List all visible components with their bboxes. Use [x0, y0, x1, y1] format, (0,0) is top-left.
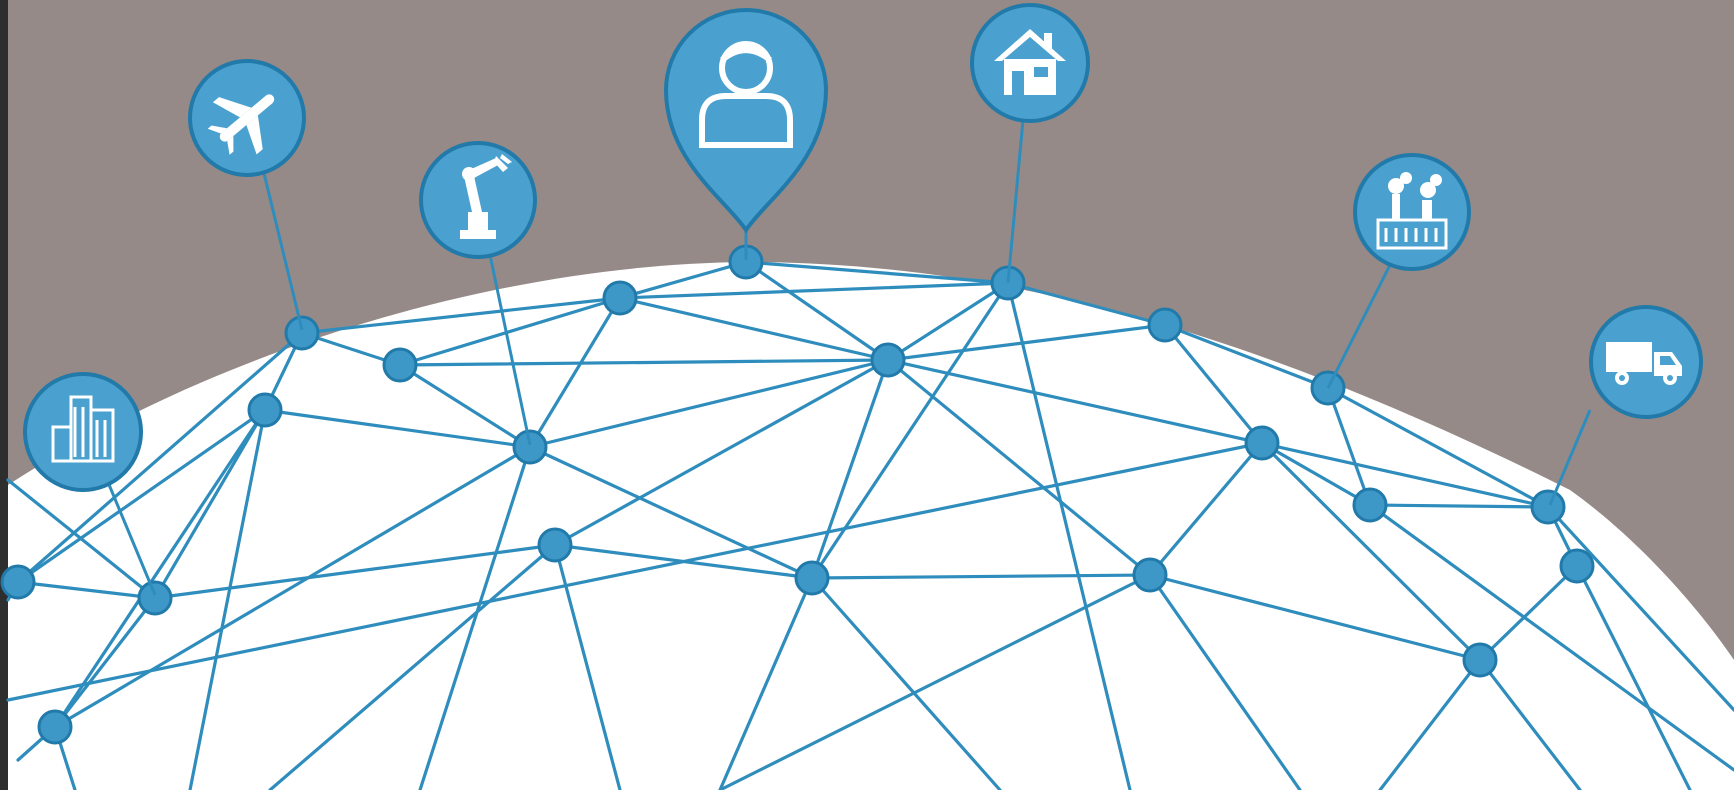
network-node	[537, 527, 573, 563]
network-edge	[718, 576, 814, 790]
stem-city	[103, 474, 157, 596]
network-edge	[744, 260, 1010, 285]
stem-house	[1006, 119, 1025, 284]
network-edge	[398, 363, 532, 449]
network-edge	[1478, 564, 1579, 662]
network-node	[870, 342, 906, 378]
city-buildings-icon	[23, 372, 143, 492]
network-edge	[1006, 281, 1132, 790]
network-edge	[528, 358, 890, 449]
network-node	[247, 392, 283, 428]
network-edge	[1148, 573, 1482, 662]
network-node	[1352, 487, 1388, 523]
network-node	[1462, 642, 1498, 678]
network-edge	[1368, 503, 1734, 772]
network-node	[1147, 307, 1183, 343]
network-node	[794, 560, 830, 596]
network-edge	[886, 281, 1010, 362]
network-node	[1530, 489, 1566, 525]
network-edge	[1478, 658, 1582, 790]
network-edge	[618, 296, 890, 362]
network-node	[512, 429, 548, 465]
network-edge	[1163, 323, 1264, 445]
airplane-icon	[188, 59, 306, 177]
network-edge	[1326, 386, 1550, 509]
network-edge	[153, 408, 267, 600]
network-edge	[263, 408, 532, 449]
network-edge	[553, 358, 890, 547]
user-location-pin-icon	[663, 8, 829, 234]
network-edge	[188, 408, 267, 790]
factory-icon	[1353, 153, 1471, 271]
delivery-truck-icon	[1589, 305, 1703, 419]
network-node	[1559, 548, 1595, 584]
network-edge	[6, 441, 1264, 702]
left-frame-edge	[0, 0, 8, 790]
network-edge	[618, 260, 748, 300]
network-edge	[418, 445, 532, 790]
network-node	[602, 280, 638, 316]
network-edge	[1260, 441, 1372, 507]
network-edge	[744, 260, 890, 362]
network-edge	[886, 323, 1167, 362]
network-edge	[1575, 564, 1692, 790]
network-edge	[6, 478, 157, 600]
network-edge	[300, 296, 622, 335]
network-edge	[810, 358, 890, 580]
stem-truck	[1548, 409, 1592, 506]
network-edge	[53, 408, 267, 729]
network-edge	[1006, 281, 1167, 327]
stem-airplane	[260, 164, 304, 331]
network-edge	[810, 573, 1152, 580]
network-node	[137, 580, 173, 616]
network-edge	[16, 580, 157, 600]
globe-surface	[8, 262, 1734, 790]
network-node	[1244, 425, 1280, 461]
network-node	[37, 709, 73, 745]
network-edge	[810, 576, 1002, 790]
network-edge	[618, 281, 1010, 300]
network-node	[382, 347, 418, 383]
network-edge	[398, 296, 622, 367]
network-edge	[886, 358, 1550, 509]
network-edge	[153, 543, 557, 600]
network-edge	[16, 408, 267, 584]
network-edge	[398, 358, 890, 367]
network-node	[284, 315, 320, 351]
network-node	[0, 564, 36, 600]
network-edge	[1148, 573, 1302, 790]
stem-robot	[488, 254, 532, 446]
network-edge	[1546, 505, 1734, 712]
network-edge	[268, 543, 557, 790]
house-icon	[970, 3, 1090, 123]
network-edge	[718, 573, 1152, 790]
network-edges	[6, 260, 1734, 790]
network-edge	[53, 445, 532, 729]
network-edge	[1368, 503, 1550, 509]
network-node	[1132, 557, 1168, 593]
network-edge	[16, 331, 304, 584]
stem-factory	[1326, 264, 1392, 389]
network-edge	[1260, 441, 1482, 662]
network-edge	[1326, 386, 1372, 507]
network-edge	[528, 445, 814, 580]
network-edge	[1148, 441, 1264, 577]
robot-arm-icon	[419, 141, 537, 259]
network-nodes	[0, 244, 1595, 745]
network-edge	[53, 596, 157, 729]
network-edge	[528, 296, 622, 449]
network-edge	[1378, 658, 1482, 790]
network-edge	[1163, 323, 1330, 390]
